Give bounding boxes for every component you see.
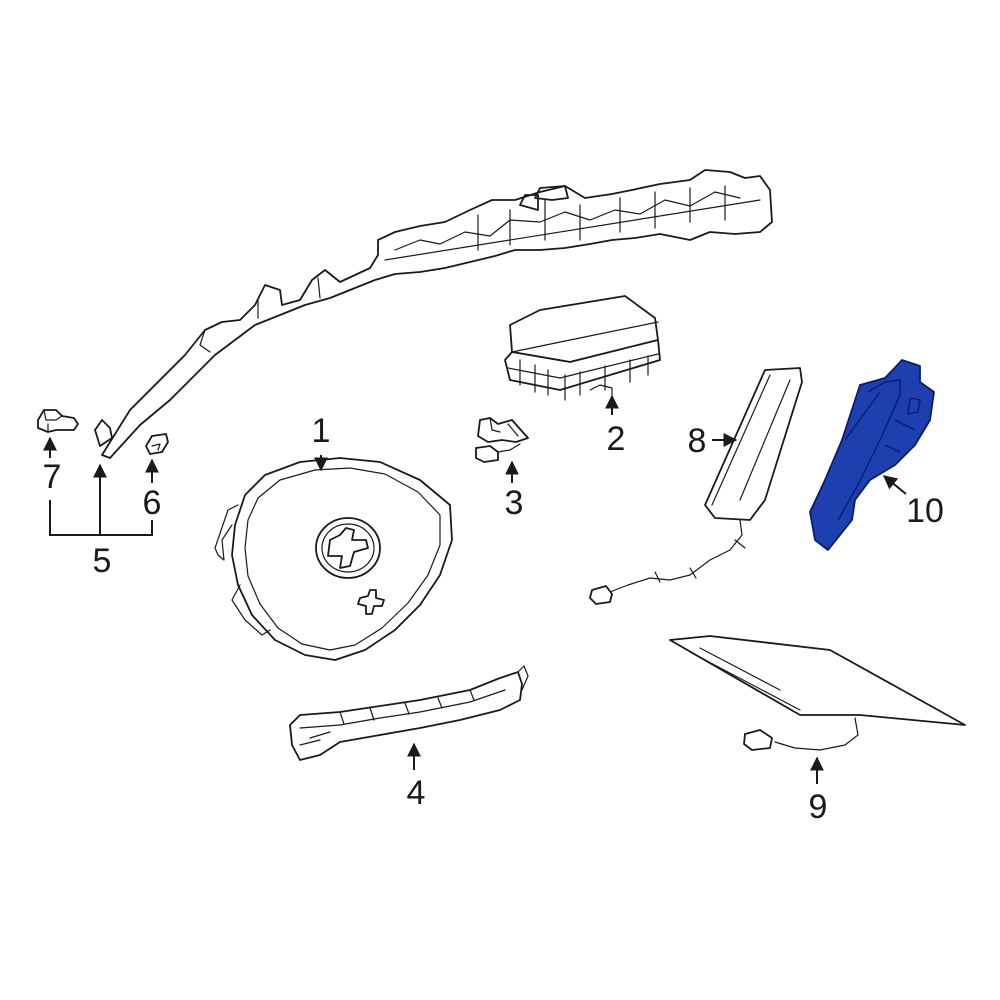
side-airbag (589, 367, 803, 605)
steering-wheel-airbag (214, 457, 453, 661)
callout-8: 8 (688, 422, 707, 460)
connector-part-3 (475, 417, 529, 463)
knee-airbag (289, 665, 529, 761)
callout-4: 4 (407, 774, 426, 812)
callout-10: 10 (906, 492, 944, 530)
callout-5: 5 (93, 542, 112, 580)
leader-lines (43, 394, 907, 784)
clip-part-7 (37, 409, 79, 433)
callout-9: 9 (809, 788, 828, 826)
bracket-part-6 (145, 433, 169, 455)
curtain-airbag (94, 169, 773, 459)
highlighted-part-10 (809, 359, 935, 551)
callout-3: 3 (505, 484, 524, 522)
seat-airbag (669, 635, 966, 751)
callout-6: 6 (143, 484, 162, 522)
callout-7: 7 (43, 458, 62, 496)
callout-1: 1 (312, 412, 331, 450)
callout-2: 2 (607, 420, 626, 458)
passenger-airbag (504, 295, 661, 401)
